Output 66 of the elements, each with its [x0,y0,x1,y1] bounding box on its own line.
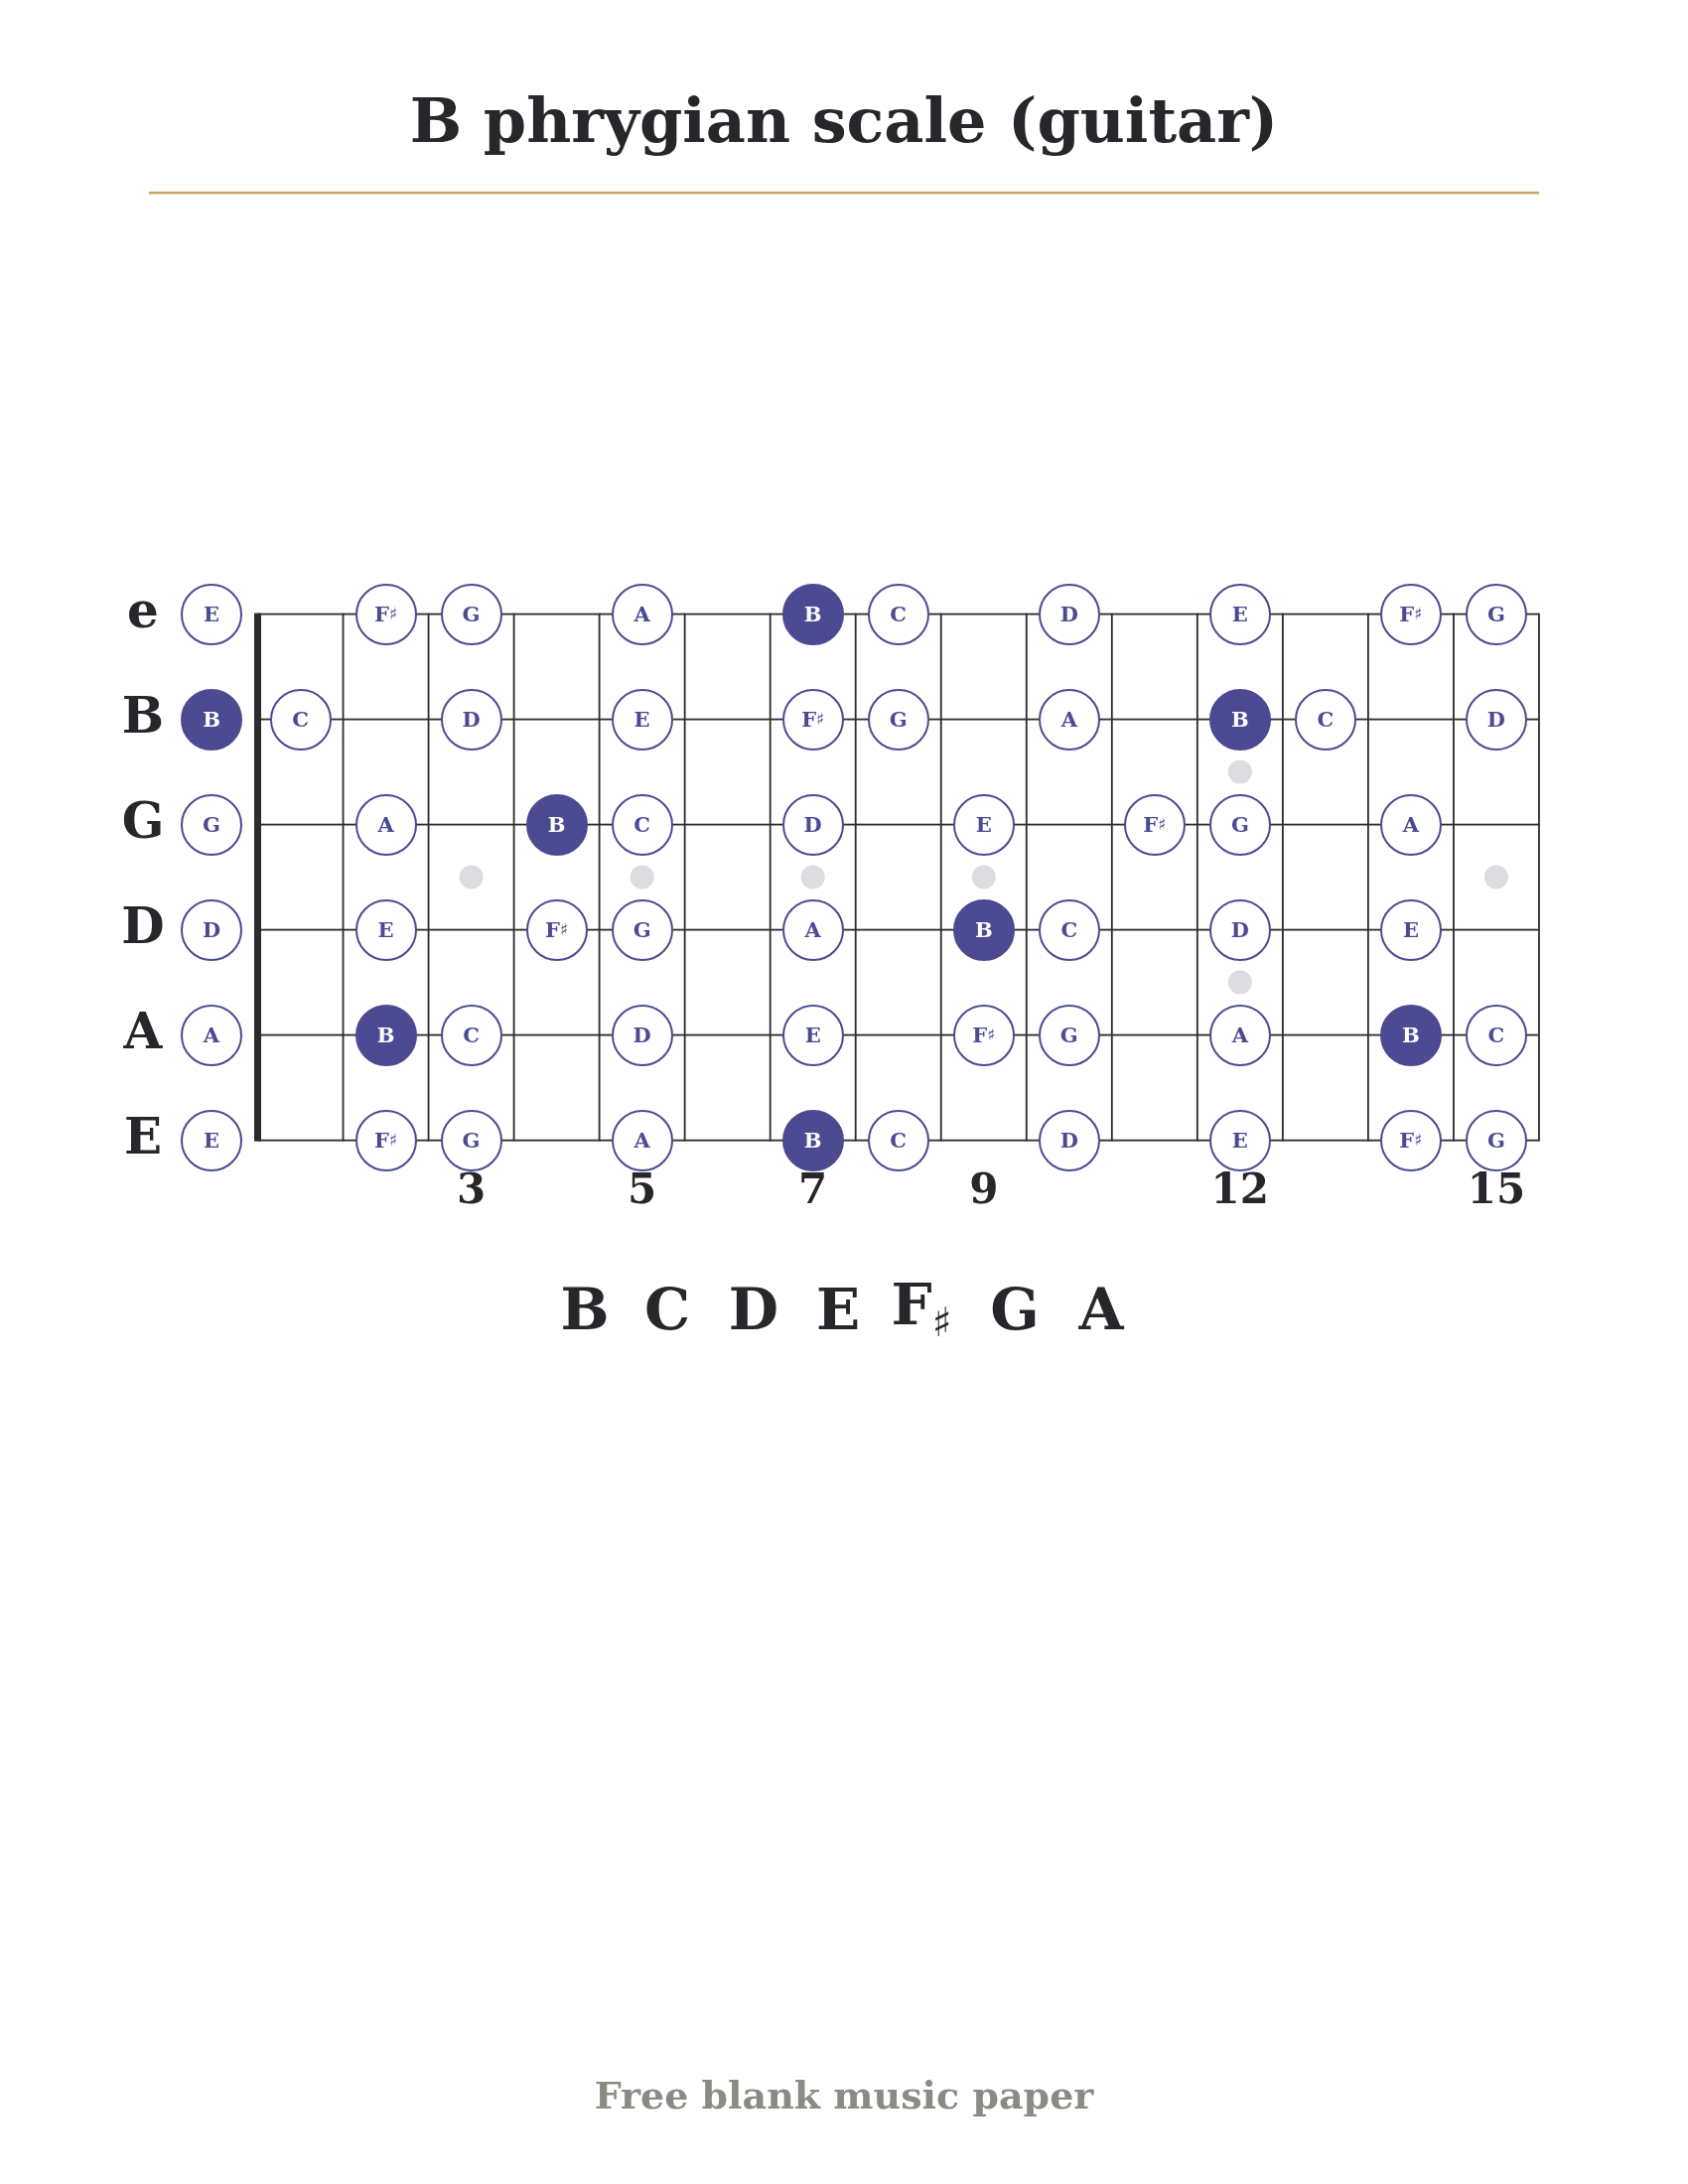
note-marker: E [181,1109,242,1171]
note-marker: A [354,793,417,856]
note-marker: E [1208,1109,1271,1171]
root-note-marker: B [525,793,588,856]
note-marker: D [1038,583,1100,645]
note-marker: D [611,1004,673,1066]
note-marker: A [1038,688,1100,751]
note-marker: D [1038,1109,1100,1171]
string-name: D [120,894,166,957]
scale-note: G [989,1274,1041,1345]
note-marker: A [1208,1004,1271,1066]
note-marker: D [440,688,502,751]
note-marker: G [1465,1109,1527,1171]
scale-note: D [727,1274,780,1345]
note-marker: A [181,1004,242,1066]
scale-note: B [559,1274,611,1345]
note-marker: A [611,583,673,645]
note-marker: G [440,583,502,645]
root-note-marker: B [781,1109,844,1171]
note-marker: A [781,898,844,961]
fret-number: 9 [968,1163,1000,1216]
scale-note: F$_{♯}$ [890,1269,953,1349]
string-name: e [126,579,160,641]
note-marker: G [440,1109,502,1171]
note-marker: E [354,898,417,961]
root-note-marker: B [952,898,1015,961]
note-marker: C [269,688,332,751]
note-marker: E [181,583,242,645]
note-marker: E [1208,583,1271,645]
note-marker: D [1208,898,1271,961]
note-marker: G [611,898,673,961]
note-marker: C [1465,1004,1527,1066]
footer-note: Free blank music paper [593,2072,1095,2119]
title: B phrygian scale (guitar) [408,83,1280,160]
note-marker: G [1465,583,1527,645]
note-marker: C [440,1004,502,1066]
root-note-marker: B [1379,1004,1442,1066]
scale-note: E [814,1274,862,1345]
root-note-marker: B [354,1004,417,1066]
scale-note: A [1077,1274,1126,1345]
note-marker: G [181,793,242,856]
note-marker: C [1038,898,1100,961]
note-marker: E [1379,898,1442,961]
note-marker: C [867,1109,929,1171]
root-note-marker: B [781,583,844,645]
root-note-marker: B [181,688,242,751]
note-marker: A [1379,793,1442,856]
note-marker: G [1038,1004,1100,1066]
note-marker: E [611,688,673,751]
note-marker: D [1465,688,1527,751]
string-name: G [120,789,166,852]
note-marker: G [1208,793,1271,856]
string-name: A [122,1000,164,1062]
note-marker: D [181,898,242,961]
root-note-marker: B [1208,688,1271,751]
note-marker: C [611,793,673,856]
note-marker: C [867,583,929,645]
note-marker: C [1294,688,1356,751]
note-marker: E [781,1004,844,1066]
note-marker: A [611,1109,673,1171]
string-name: E [122,1105,164,1167]
scale-note: C [642,1274,692,1345]
string-name: B [120,684,166,747]
note-marker: G [867,688,929,751]
note-marker: E [952,793,1015,856]
note-marker: D [781,793,844,856]
